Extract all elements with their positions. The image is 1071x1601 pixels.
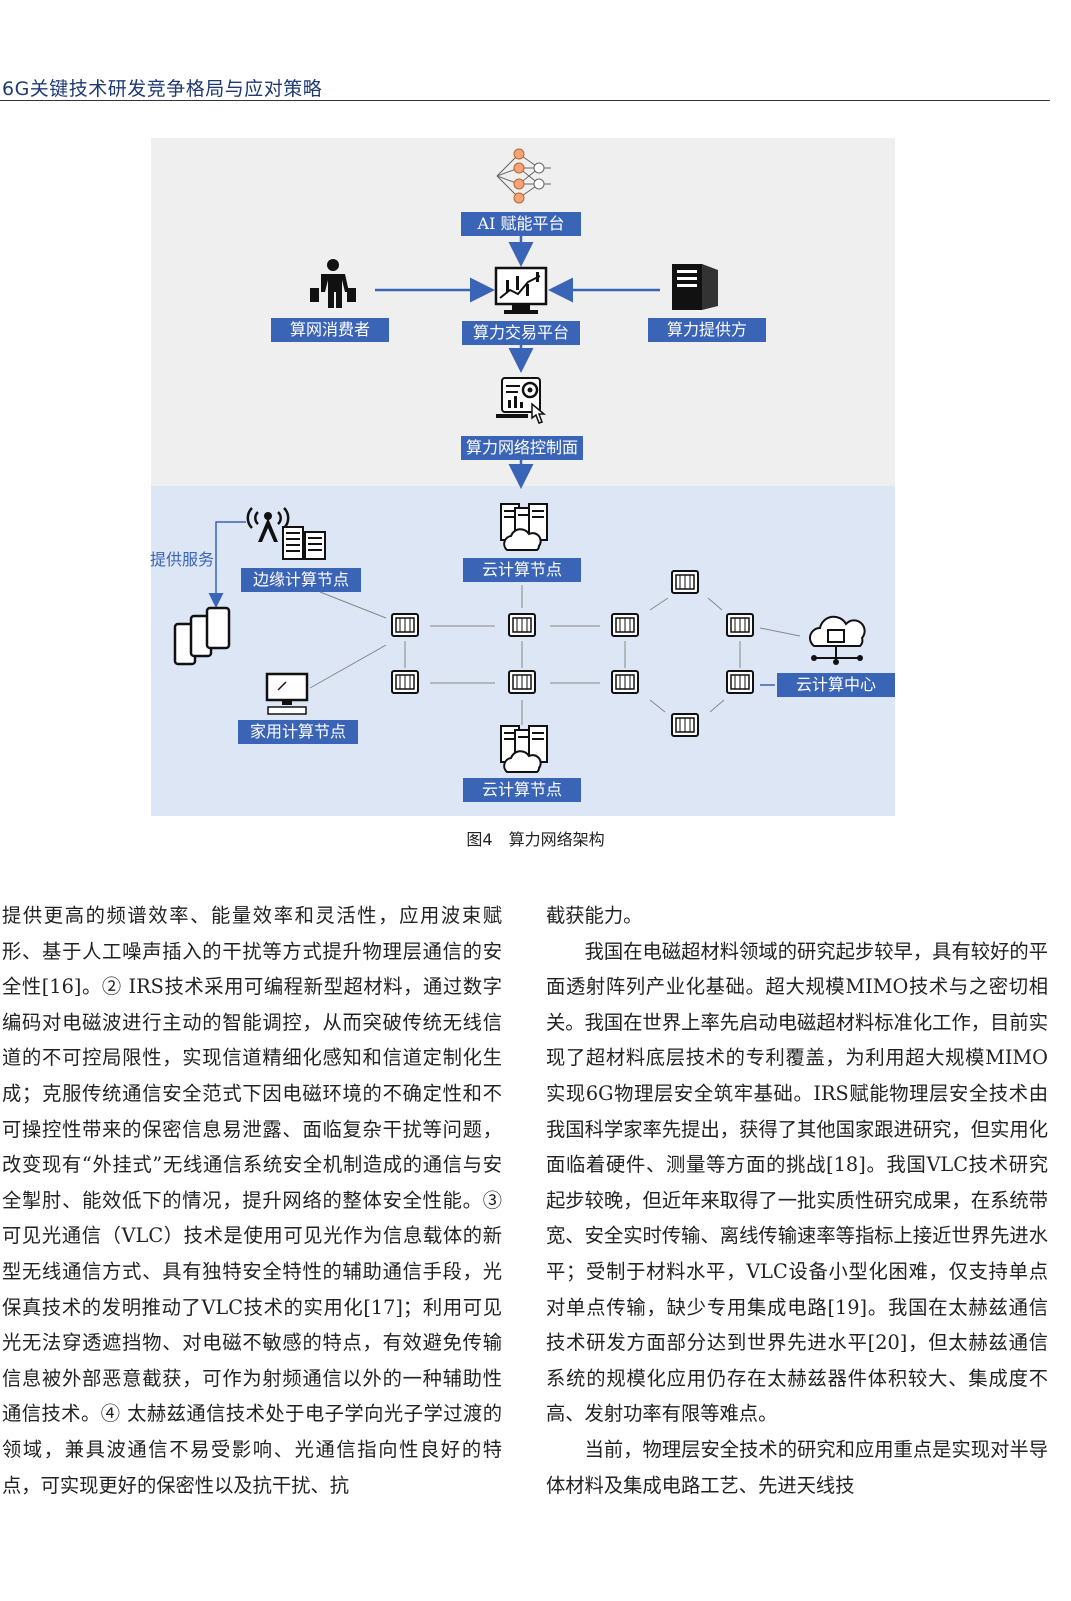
router-node-icon [611,613,639,637]
figure-caption: 图4 算力网络架构 [466,830,605,849]
router-node-icon [508,613,536,637]
cloud-server-top-icon [500,503,548,551]
body-column-right: 截获能力。 我国在电磁超材料领域的研究起步较早，具有较好的平面透射阵列产业化基础… [546,898,1048,1503]
router-node-icon [726,670,754,694]
cloud-node-bottom-label: 云计算节点 [463,778,581,802]
router-node-icon [671,713,699,737]
paragraph: 提供更高的频谱效率、能量效率和灵活性，应用波束赋形、基于人工噪声插入的干扰等方式… [2,904,502,1497]
paragraph: 当前，物理层安全技术的研究和应用重点是实现对半导体材料及集成电路工艺、先进天线技 [546,1437,1048,1497]
neural-network-icon [496,148,551,204]
router-node-icon [508,670,536,694]
ai-platform-label: AI 赋能平台 [461,212,581,236]
cloud-server-bottom-icon [500,725,548,773]
body-column-left: 提供更高的频谱效率、能量效率和灵活性，应用波束赋形、基于人工噪声插入的干扰等方式… [2,898,502,1503]
consumer-icon [310,259,356,308]
router-node-icon [671,570,699,594]
control-settings-icon [496,377,547,424]
datacenter-label: 云计算中心 [777,673,895,697]
consumer-label: 算网消费者 [271,318,389,342]
running-header: 6G关键技术研发竞争格局与应对策略 [0,74,1050,101]
provider-label: 算力提供方 [648,318,766,342]
cloud-datacenter-icon [809,615,866,665]
service-annotation: 提供服务 [150,550,215,569]
desktop-computer-icon [265,672,309,715]
cloud-node-top-label: 云计算节点 [463,558,581,582]
router-node-icon [391,670,419,694]
antenna-tower-icon [246,507,290,542]
edge-server-icon [282,526,326,560]
running-header-title: 6G关键技术研发竞争格局与应对策略 [2,78,323,100]
control-plane-label: 算力网络控制面 [461,436,583,460]
edge-node-label: 边缘计算节点 [241,568,361,592]
router-node-icon [726,613,754,637]
router-node-icon [611,670,639,694]
paragraph: 我国在电磁超材料领域的研究起步较早，具有较好的平面透射阵列产业化基础。超大规模M… [546,939,1048,1426]
trading-chart-icon [494,266,548,314]
router-node-icon [391,613,419,637]
paragraph: 截获能力。 [546,904,643,927]
server-tower-icon [672,264,718,310]
mobile-devices-icon [173,606,231,666]
exchange-platform-label: 算力交易平台 [462,321,580,345]
home-node-label: 家用计算节点 [238,720,358,744]
